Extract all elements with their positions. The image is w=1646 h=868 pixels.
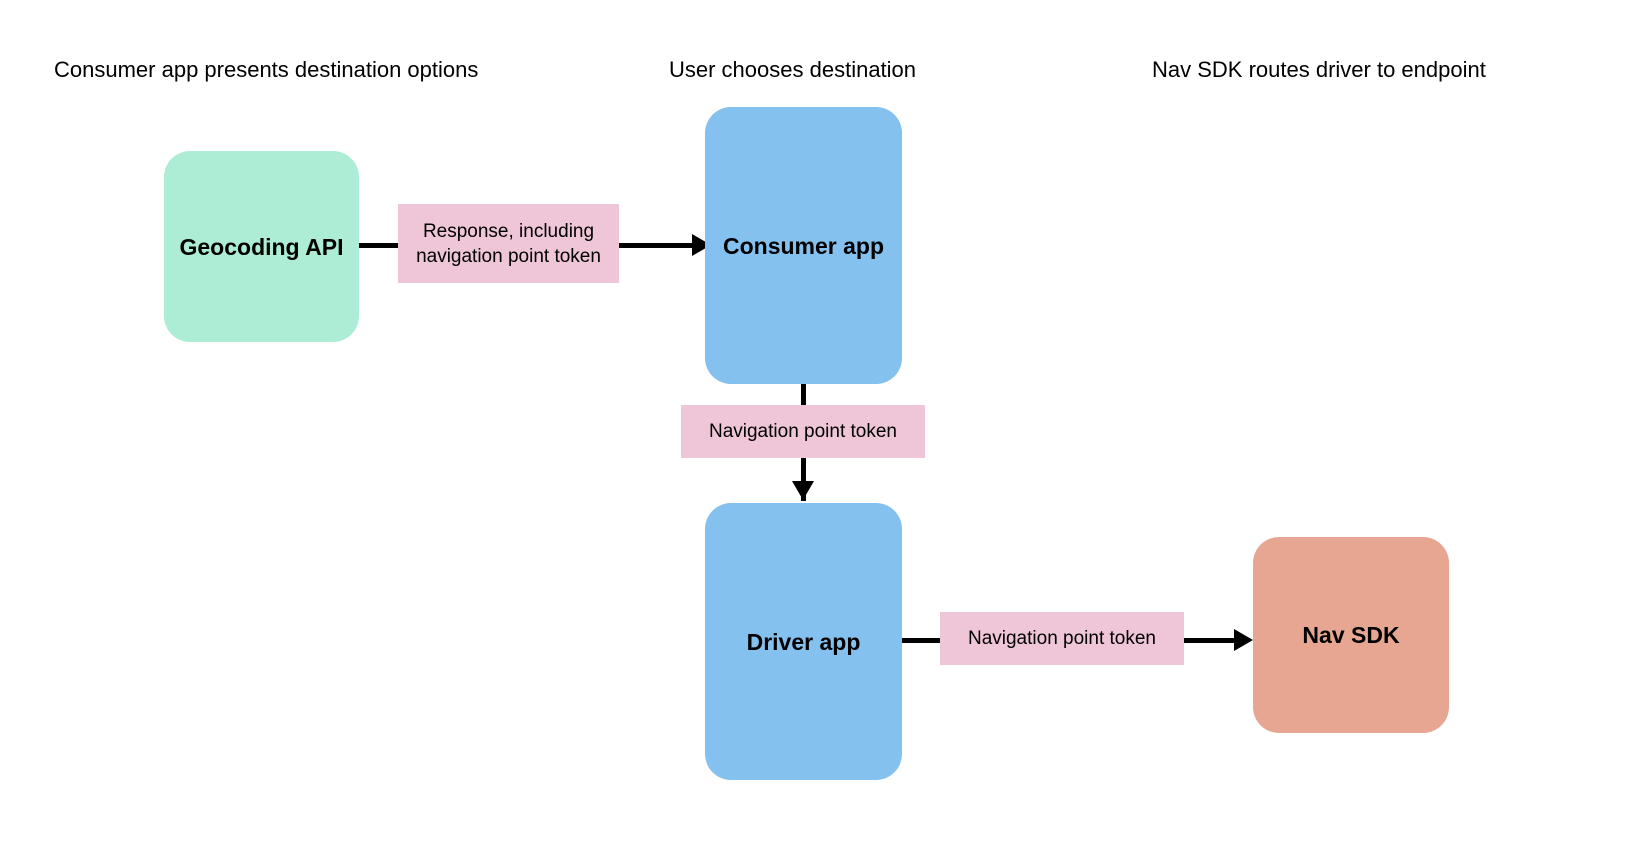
node-geocoding-api-label: Geocoding API (179, 233, 344, 260)
node-driver-app: Driver app (705, 503, 902, 780)
node-geocoding-api: Geocoding API (164, 151, 359, 342)
column-header-user-chooses: User chooses destination (669, 57, 917, 82)
node-nav-sdk: Nav SDK (1253, 537, 1449, 733)
column-header-nav-sdk-routes: Nav SDK routes driver to endpoint (1152, 57, 1486, 82)
node-consumer-app-label: Consumer app (722, 232, 885, 259)
node-consumer-app: Consumer app (705, 107, 902, 384)
edge-label-response-including-navigation-point-token: Response, including navigation point tok… (398, 204, 619, 283)
column-header-consumer-app: Consumer app presents destination option… (54, 57, 479, 82)
arrow-down-icon (792, 481, 814, 500)
arrow-right-icon (1234, 629, 1253, 651)
node-nav-sdk-label: Nav SDK (1302, 622, 1400, 648)
edge-label-navigation-point-token-consumer-driver: Navigation point token (681, 405, 925, 458)
edge-label-navigation-point-token-driver-navsdk: Navigation point token (940, 612, 1184, 665)
node-driver-app-label: Driver app (746, 628, 861, 655)
